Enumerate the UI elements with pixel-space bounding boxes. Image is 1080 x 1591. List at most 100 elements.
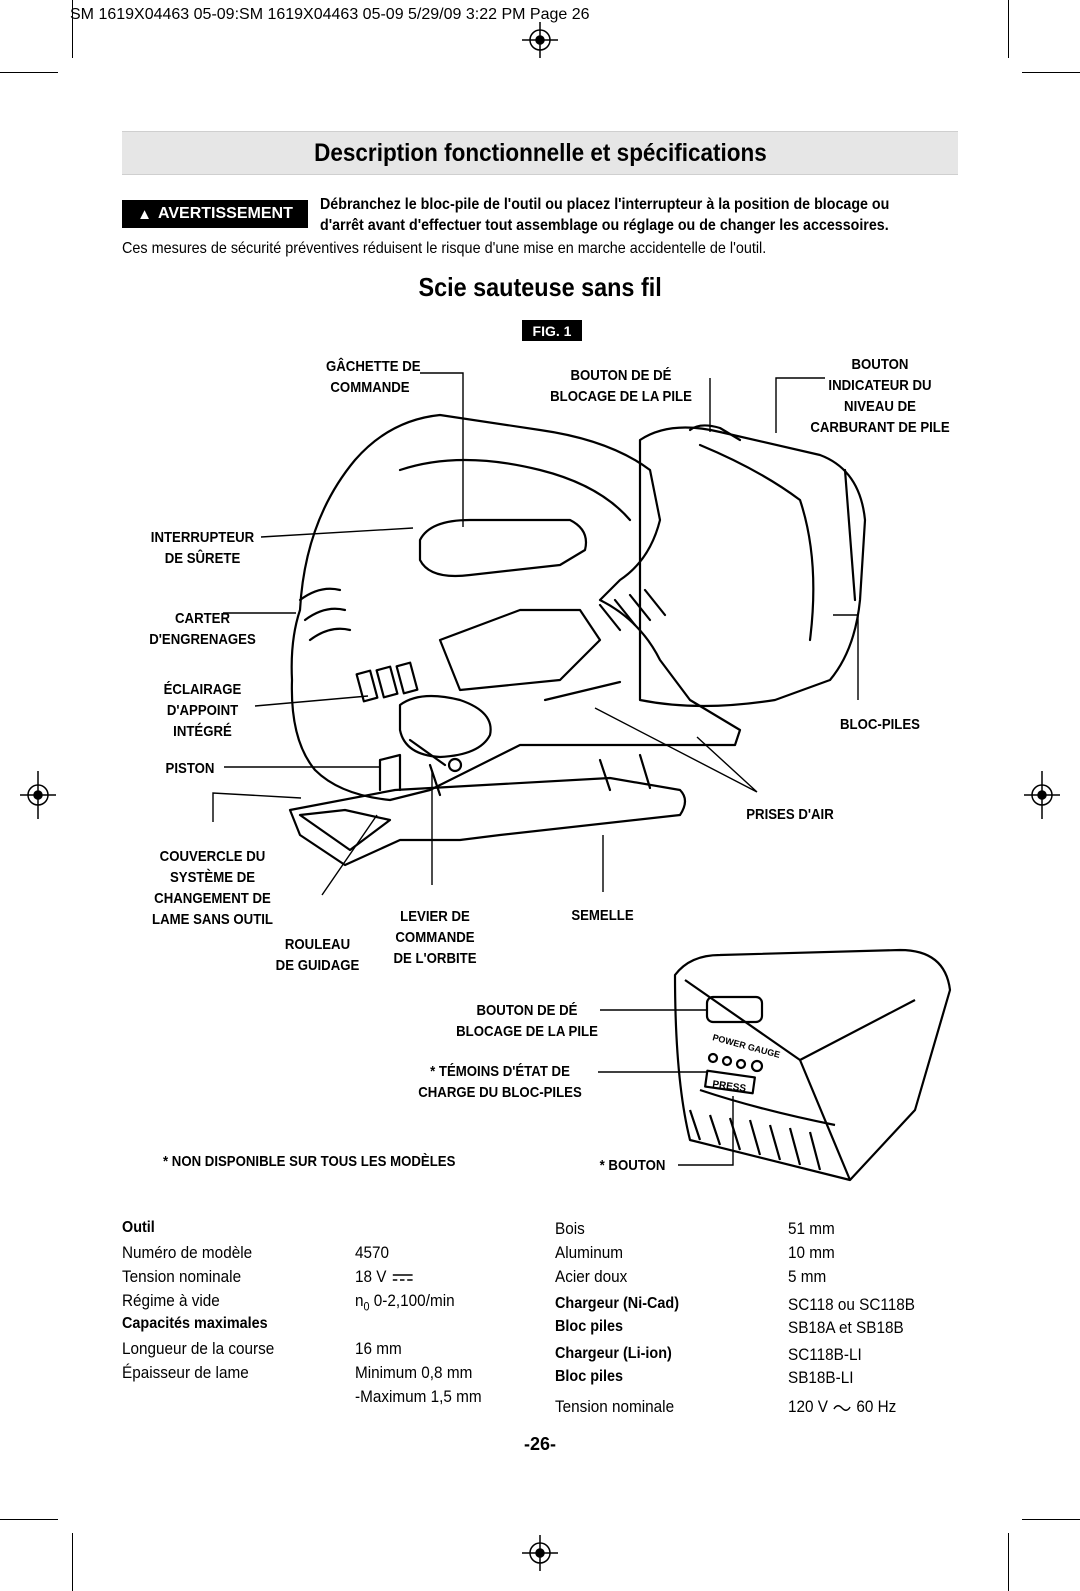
callout-status-lights-line: CHARGE DU BLOC-PILES bbox=[418, 1084, 582, 1101]
crop-mark bbox=[1022, 72, 1080, 73]
callout-fuel-gauge-line: INDICATEUR DU bbox=[828, 377, 932, 394]
foot-plate-outline bbox=[288, 776, 687, 867]
callout-battery-release: BOUTON DE DÉ BLOCAGE DE LA PILE bbox=[546, 365, 696, 407]
callout-orbit-lever-line: COMMANDE bbox=[395, 929, 475, 946]
callout-blade-cover-line: COUVERCLE DU bbox=[159, 848, 266, 865]
spec-value-subscript: 0 bbox=[363, 1299, 370, 1314]
registration-target-bottom bbox=[522, 1535, 558, 1571]
spec-label: Bois bbox=[555, 1219, 585, 1238]
warning-line-1: Débranchez le bloc-pile de l'outil ou pl… bbox=[320, 196, 890, 213]
leader-fuel-gauge bbox=[775, 377, 825, 433]
crop-mark bbox=[1022, 1519, 1080, 1520]
callout-battery-release-2-line: BLOCAGE DE LA PILE bbox=[456, 1023, 598, 1040]
callout-blade-cover: COUVERCLE DU SYSTÈME DE CHANGEMENT DE LA… bbox=[140, 846, 285, 930]
crop-mark bbox=[72, 0, 73, 58]
battery-power-gauge-mark: POWER GAUGE bbox=[711, 1032, 781, 1060]
page-title: Description fonctionnelle et spécificati… bbox=[313, 138, 767, 167]
callout-safety-switch: INTERRUPTEUR DE SÛRETE bbox=[148, 527, 258, 569]
product-subtitle: Scie sauteuse sans fil bbox=[0, 272, 1080, 303]
callout-gear-housing: CARTER D'ENGRENAGES bbox=[148, 608, 258, 650]
spec-value: 60 Hz bbox=[856, 1397, 897, 1416]
spec-value-prefix: n bbox=[355, 1291, 364, 1310]
callout-orbit-lever-line: DE L'ORBITE bbox=[393, 950, 477, 967]
battery-press-mark: PRESS bbox=[712, 1079, 747, 1095]
callout-light: ÉCLAIRAGE D'APPOINT INTÉGRÉ bbox=[148, 679, 258, 742]
leader-battery-pack bbox=[833, 614, 859, 700]
crop-mark bbox=[1008, 0, 1009, 58]
callout-fuel-gauge: BOUTON INDICATEUR DU NIVEAU DE CARBURANT… bbox=[810, 354, 951, 438]
callout-safety-switch-line: DE SÛRETE bbox=[164, 550, 241, 567]
callout-plunger: PISTON bbox=[165, 760, 215, 777]
figure-label: FIG. 1 bbox=[522, 320, 582, 341]
callout-gear-housing-line: D'ENGRENAGES bbox=[149, 631, 256, 648]
spec-value: 120 V bbox=[788, 1397, 828, 1416]
spec-label: Bloc piles bbox=[555, 1368, 624, 1385]
spec-value: 0-2,100/min bbox=[373, 1291, 455, 1310]
spec-label: Chargeur (Ni-Cad) bbox=[555, 1295, 680, 1312]
callout-air-vents: PRISES D'AIR bbox=[746, 806, 834, 823]
battery-pack-outline bbox=[638, 426, 867, 708]
spec-value: 4570 bbox=[355, 1243, 390, 1262]
callout-battery-release-2: BOUTON DE DÉ BLOCAGE DE LA PILE bbox=[453, 1000, 601, 1042]
callout-trigger: GÂCHETTE DE COMMANDE bbox=[326, 356, 421, 398]
spec-value-speed: n0 0-2,100/min bbox=[355, 1291, 455, 1313]
spec-value-ac: 120 V 60 Hz bbox=[788, 1397, 896, 1417]
callout-battery-pack: BLOC-PILES bbox=[840, 716, 920, 733]
jigsaw-body-outline bbox=[290, 413, 742, 802]
spec-label: Tension nominale bbox=[122, 1267, 242, 1286]
spec-value: 51 mm bbox=[788, 1219, 835, 1238]
callout-orbit-lever: LEVIER DE COMMANDE DE L'ORBITE bbox=[391, 906, 479, 969]
spec-label: Acier doux bbox=[555, 1267, 628, 1286]
callout-blade-cover-line: LAME SANS OUTIL bbox=[152, 911, 273, 928]
crop-mark bbox=[0, 1519, 58, 1520]
callout-foot: SEMELLE bbox=[571, 907, 634, 924]
specs-capacities-heading: Capacités maximales bbox=[122, 1315, 268, 1332]
spec-value: 18 V bbox=[355, 1267, 387, 1286]
callout-trigger-line: GÂCHETTE DE bbox=[326, 358, 421, 375]
print-header: SM 1619X04463 05-09:SM 1619X04463 05-09 … bbox=[70, 6, 590, 23]
registration-target-left bbox=[20, 771, 56, 819]
spec-label: Épaisseur de lame bbox=[122, 1363, 249, 1382]
callout-battery-release-2-line: BOUTON DE DÉ bbox=[476, 1002, 578, 1019]
leader-guide-roller bbox=[321, 814, 378, 896]
spec-value: SC118 ou SC118B bbox=[788, 1295, 916, 1314]
leader-button bbox=[678, 1096, 734, 1166]
callout-guide-roller-line: ROULEAU bbox=[284, 936, 351, 953]
warning-badge-label: AVERTISSEMENT bbox=[158, 205, 293, 222]
ac-symbol-icon bbox=[833, 1404, 851, 1411]
callout-not-available-note: * NON DISPONIBLE SUR TOUS LES MODÈLES bbox=[163, 1153, 456, 1170]
page-number: -26- bbox=[523, 1434, 556, 1454]
callout-status-lights: * TÉMOINS D'ÉTAT DE CHARGE DU BLOC-PILES bbox=[416, 1061, 583, 1103]
specs-tool-heading: Outil bbox=[122, 1219, 155, 1236]
warning-badge: ▲ AVERTISSEMENT bbox=[122, 200, 308, 228]
registration-target-top bbox=[522, 22, 558, 58]
spec-value: SC118B-LI bbox=[788, 1345, 862, 1364]
callout-light-line: ÉCLAIRAGE bbox=[163, 681, 242, 698]
spec-label: Longueur de la course bbox=[122, 1339, 275, 1358]
spec-value: Minimum 0,8 mm bbox=[355, 1363, 473, 1382]
callout-fuel-gauge-line: NIVEAU DE bbox=[844, 398, 916, 415]
crop-mark bbox=[1008, 1533, 1009, 1591]
callout-guide-roller: ROULEAU DE GUIDAGE bbox=[271, 934, 363, 976]
warning-text: Débranchez le bloc-pile de l'outil ou pl… bbox=[320, 194, 909, 236]
leader-safety-switch bbox=[260, 527, 414, 538]
callout-battery-release-line: BLOCAGE DE LA PILE bbox=[550, 388, 692, 405]
spec-label: Bloc piles bbox=[555, 1318, 624, 1335]
crop-mark bbox=[72, 1533, 73, 1591]
callout-guide-roller-line: DE GUIDAGE bbox=[275, 957, 360, 974]
crop-mark bbox=[0, 72, 58, 73]
callout-button: * BOUTON bbox=[599, 1157, 666, 1174]
registration-target-right bbox=[1024, 771, 1060, 819]
spec-value-voltage: 18 V bbox=[355, 1267, 414, 1287]
battery-pack-body bbox=[673, 948, 952, 1182]
spec-label: Numéro de modèle bbox=[122, 1243, 253, 1262]
callout-fuel-gauge-line: CARBURANT DE PILE bbox=[810, 419, 950, 436]
spec-value: -Maximum 1,5 mm bbox=[355, 1387, 482, 1406]
callout-light-line: D'APPOINT bbox=[166, 702, 239, 719]
spec-value: 16 mm bbox=[355, 1339, 402, 1358]
spec-label: Régime à vide bbox=[122, 1291, 220, 1310]
warning-icon: ▲ bbox=[137, 205, 153, 223]
